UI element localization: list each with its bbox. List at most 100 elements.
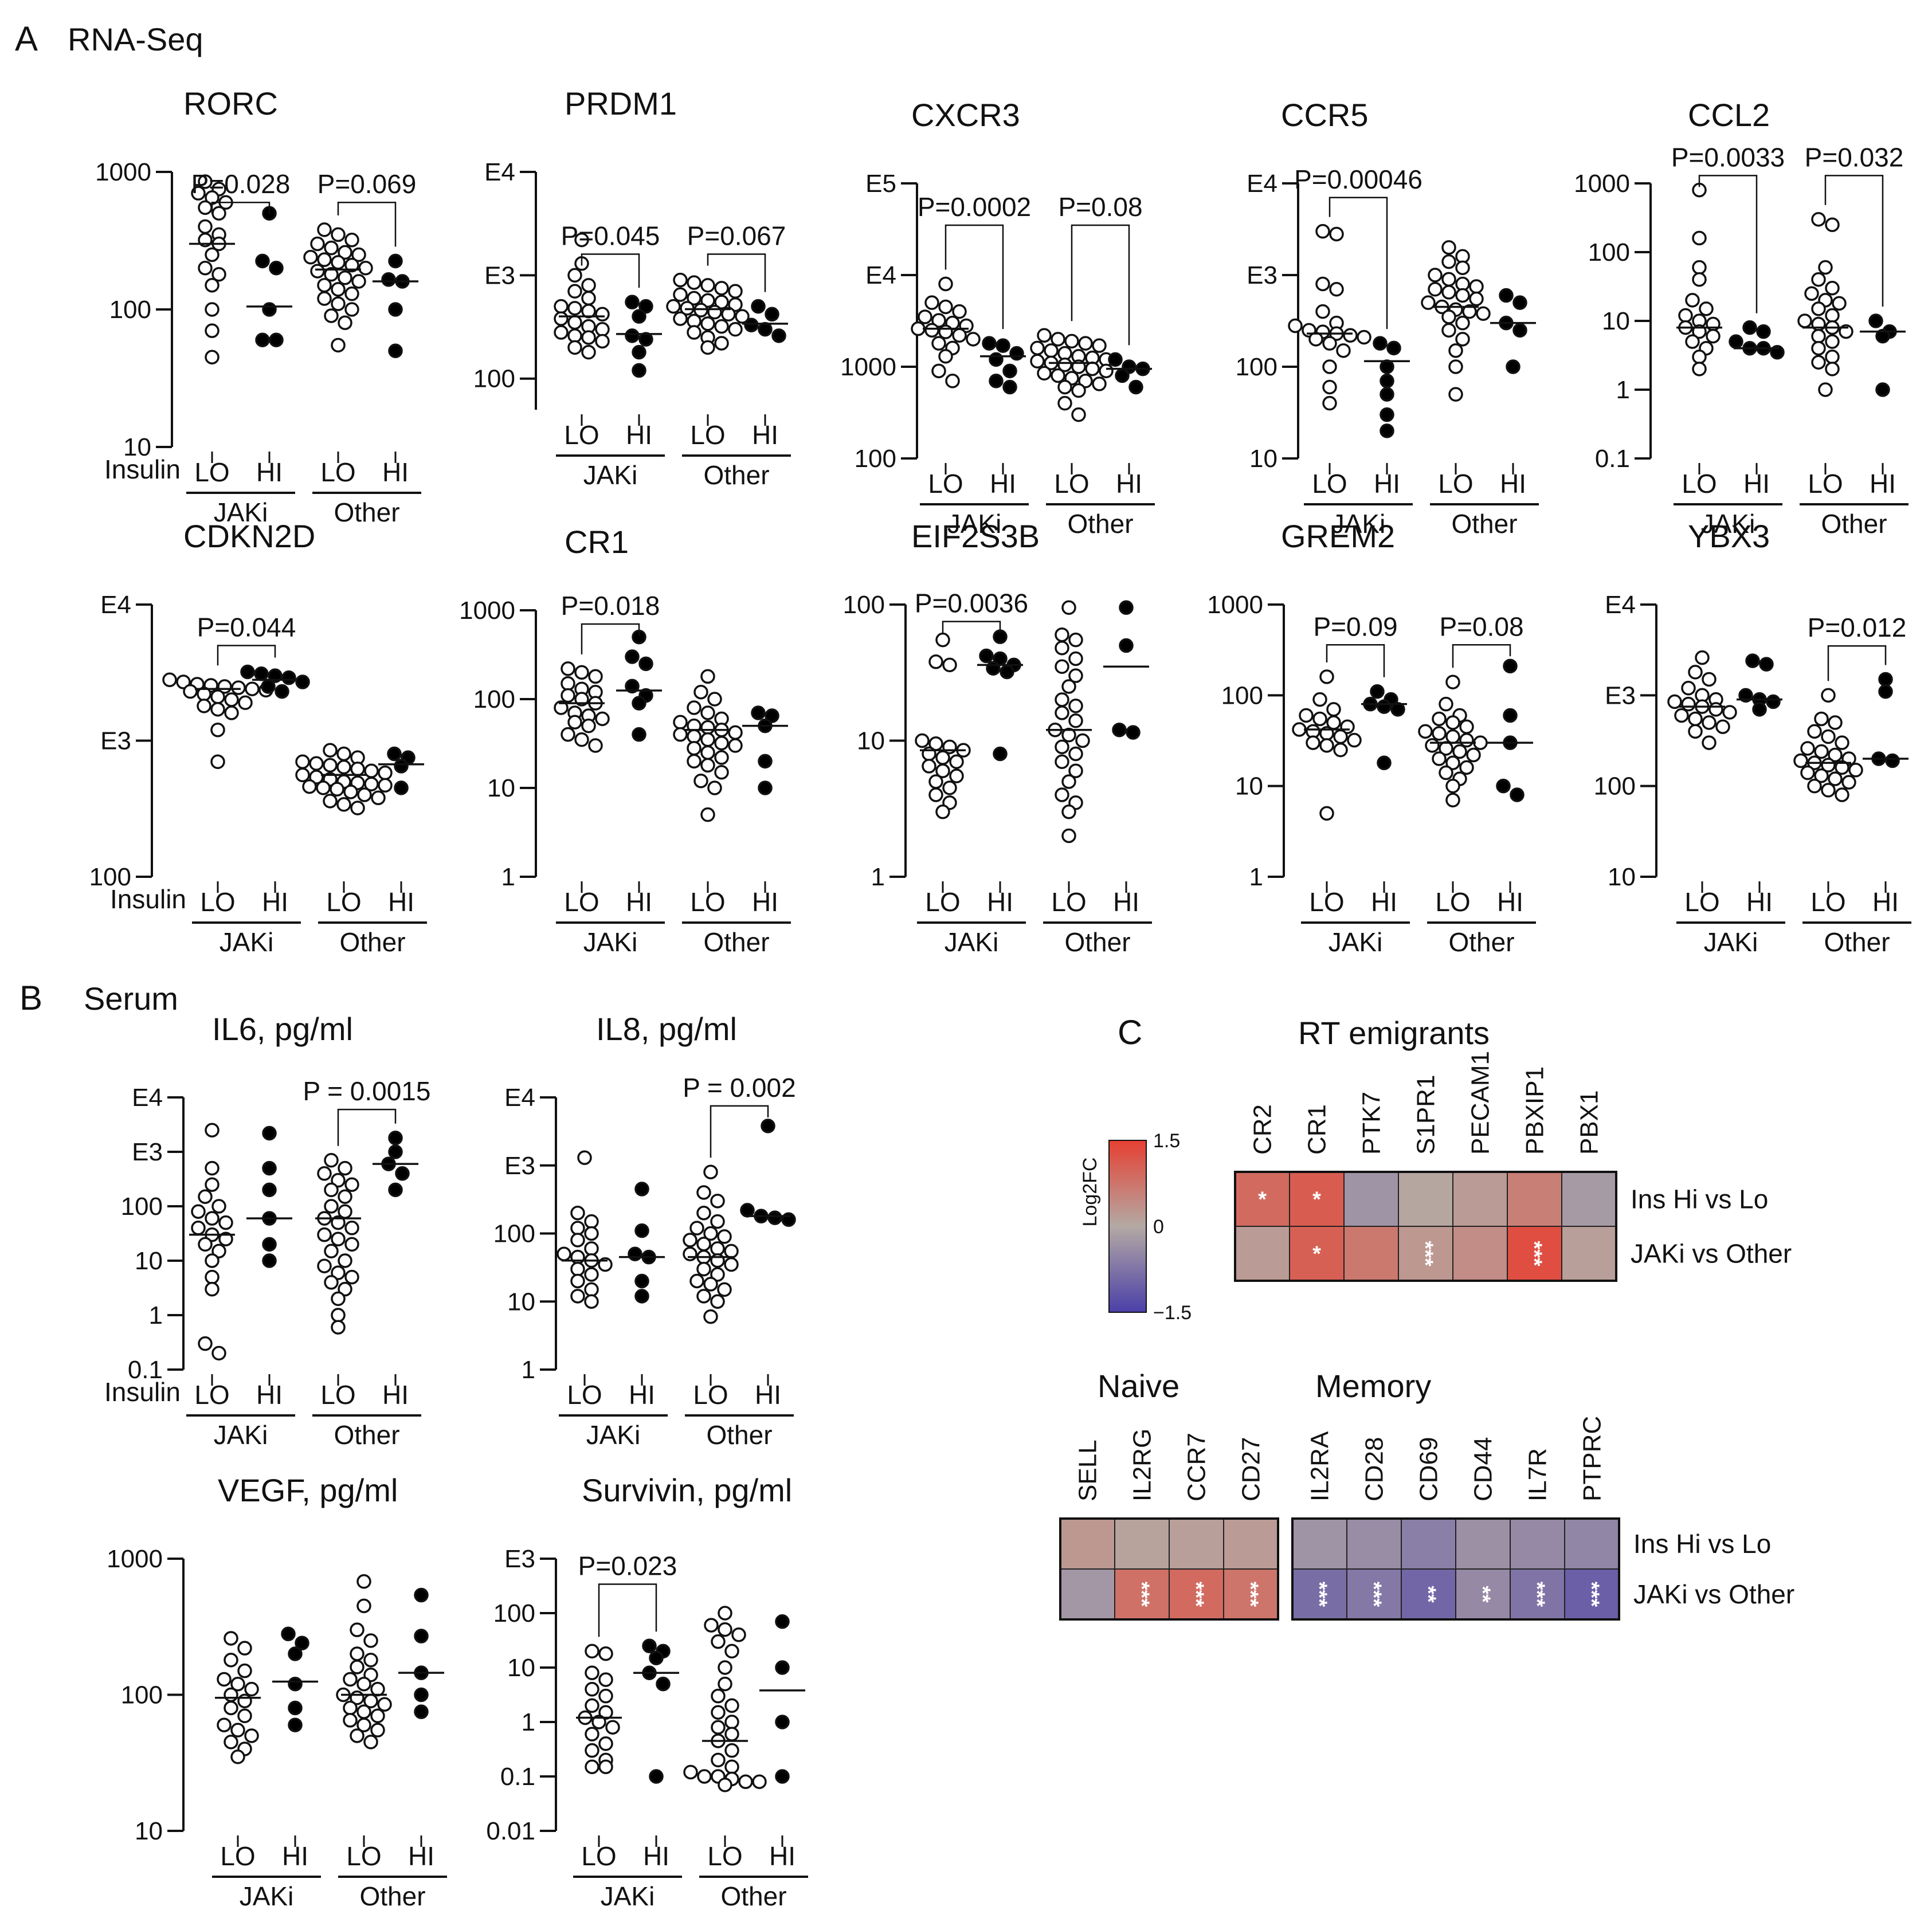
data-point bbox=[697, 1769, 712, 1784]
data-point bbox=[1057, 357, 1072, 372]
data-point bbox=[581, 304, 596, 319]
data-point bbox=[344, 1177, 359, 1192]
data-point bbox=[191, 1221, 206, 1235]
data-point bbox=[554, 325, 569, 340]
data-point bbox=[966, 332, 981, 347]
data-point bbox=[1688, 724, 1703, 739]
data-point bbox=[567, 340, 582, 355]
data-point bbox=[938, 276, 953, 292]
heat-cell bbox=[1398, 1171, 1453, 1227]
data-point bbox=[598, 1736, 613, 1751]
data-point bbox=[1459, 719, 1474, 734]
data-point bbox=[323, 758, 338, 773]
data-point bbox=[336, 746, 351, 762]
data-point bbox=[1055, 659, 1069, 674]
data-point bbox=[584, 1294, 599, 1309]
data-point bbox=[224, 705, 239, 720]
group-label-other: Other bbox=[334, 497, 399, 527]
data-point bbox=[363, 1633, 378, 1648]
data-point bbox=[673, 287, 688, 302]
data-point bbox=[632, 344, 646, 360]
data-point bbox=[724, 1698, 739, 1713]
group-label-other: Other bbox=[1064, 927, 1130, 957]
x-label-hi: HI bbox=[1497, 887, 1523, 917]
y-tick-label: E4 bbox=[504, 1084, 535, 1112]
data-point bbox=[1692, 272, 1707, 287]
data-point bbox=[237, 1708, 252, 1724]
heat-cell bbox=[1060, 1518, 1115, 1570]
data-point bbox=[710, 1294, 725, 1309]
data-point bbox=[595, 334, 610, 349]
data-point bbox=[570, 1221, 585, 1235]
y-tick-label: 100 bbox=[1594, 772, 1636, 801]
x-label-lo: LO bbox=[564, 887, 599, 917]
data-point bbox=[581, 278, 596, 293]
data-point bbox=[1685, 334, 1700, 349]
data-point bbox=[1476, 306, 1491, 321]
data-point bbox=[561, 661, 575, 676]
data-point bbox=[1432, 751, 1447, 766]
data-point bbox=[1319, 669, 1334, 684]
data-point bbox=[331, 338, 346, 353]
data-point bbox=[561, 727, 575, 742]
pvalue-label: P = 0.002 bbox=[683, 1073, 795, 1103]
data-point bbox=[1459, 732, 1474, 748]
data-point bbox=[1377, 699, 1392, 714]
data-point bbox=[1506, 359, 1520, 374]
data-point bbox=[1752, 702, 1767, 717]
data-point bbox=[1445, 793, 1460, 807]
gene-label: CD27 bbox=[1237, 1437, 1265, 1502]
x-label-hi: HI bbox=[382, 457, 409, 487]
data-point bbox=[244, 1681, 259, 1697]
data-point bbox=[338, 1160, 352, 1176]
data-point bbox=[673, 272, 688, 288]
data-point bbox=[324, 240, 339, 256]
data-point bbox=[598, 1688, 613, 1704]
x-label-lo: LO bbox=[1438, 469, 1473, 499]
data-point bbox=[217, 1717, 232, 1732]
data-point bbox=[687, 700, 702, 715]
data-point bbox=[1441, 309, 1456, 324]
group-label-other: Other bbox=[720, 1881, 786, 1911]
data-point bbox=[687, 291, 702, 306]
data-point bbox=[262, 1160, 277, 1176]
data-point bbox=[1347, 732, 1362, 748]
data-point bbox=[567, 328, 582, 343]
insulin-label: Insulin bbox=[104, 1377, 181, 1407]
data-point bbox=[1800, 741, 1815, 756]
data-point bbox=[1469, 279, 1484, 294]
data-point bbox=[1009, 346, 1024, 361]
y-tick-label: 100 bbox=[473, 365, 515, 393]
data-point bbox=[761, 1119, 775, 1133]
group-label-jaki: JAKi bbox=[1704, 927, 1758, 957]
pvalue-label: P=0.08 bbox=[1058, 192, 1142, 222]
data-point bbox=[989, 374, 1004, 389]
data-point bbox=[1064, 334, 1079, 349]
data-point bbox=[982, 336, 997, 351]
data-point bbox=[707, 780, 722, 795]
data-point bbox=[344, 1237, 359, 1252]
data-point bbox=[205, 1211, 220, 1226]
y-tick-label: 100 bbox=[89, 863, 131, 891]
data-point bbox=[414, 1587, 429, 1603]
data-point bbox=[302, 779, 317, 794]
y-tick-label: 100 bbox=[1588, 238, 1630, 266]
data-point bbox=[938, 349, 953, 364]
data-point bbox=[673, 715, 688, 729]
data-point bbox=[952, 304, 967, 319]
insulin-label: Insulin bbox=[110, 884, 186, 914]
data-point bbox=[687, 325, 702, 340]
group-label-other: Other bbox=[339, 927, 405, 957]
heat-cell bbox=[1343, 1171, 1399, 1227]
data-point bbox=[1428, 282, 1443, 297]
data-point bbox=[724, 1727, 739, 1741]
data-point bbox=[595, 307, 610, 322]
data-point bbox=[696, 1185, 711, 1200]
data-point bbox=[1441, 285, 1456, 300]
data-point bbox=[1119, 638, 1134, 653]
x-label-lo: LO bbox=[690, 420, 725, 450]
data-point bbox=[1729, 334, 1743, 349]
data-point bbox=[634, 1289, 649, 1304]
data-point bbox=[295, 767, 310, 783]
